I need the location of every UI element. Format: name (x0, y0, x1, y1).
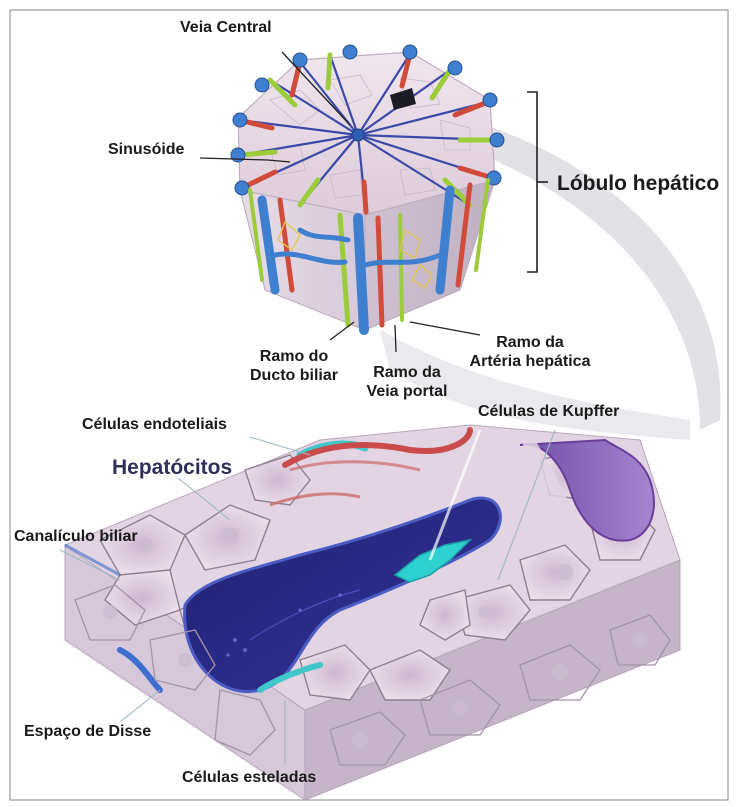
label-hepatocitos: Hepatócitos (112, 456, 232, 480)
label-ramo-ducto-biliar-line1: Ramo do (240, 347, 348, 366)
label-ramo-veia-portal-line1: Ramo da (358, 363, 456, 382)
label-ramo-arteria-hepatica: Ramo da Artéria hepática (460, 333, 600, 371)
label-celulas-kupffer: Células de Kupffer (478, 402, 619, 421)
label-sinusoide: Sinusóide (108, 140, 184, 159)
label-veia-central: Veia Central (180, 18, 272, 37)
label-celulas-esteladas: Células esteladas (182, 768, 316, 787)
label-ramo-arteria-hepatica-line1: Ramo da (460, 333, 600, 352)
label-ramo-veia-portal-line2: Veia portal (358, 382, 456, 401)
label-espaco-disse: Espaço de Disse (24, 722, 151, 741)
label-ramo-veia-portal: Ramo da Veia portal (358, 363, 456, 401)
label-lobulo-hepatico: Lóbulo hepático (557, 172, 719, 196)
label-ramo-arteria-hepatica-line2: Artéria hepática (460, 352, 600, 371)
label-ramo-ducto-biliar: Ramo do Ducto biliar (240, 347, 348, 385)
label-ramo-ducto-biliar-line2: Ducto biliar (240, 366, 348, 385)
label-canaliculo-biliar: Canalículo biliar (14, 527, 138, 546)
label-celulas-endoteliais: Células endoteliais (82, 415, 227, 434)
